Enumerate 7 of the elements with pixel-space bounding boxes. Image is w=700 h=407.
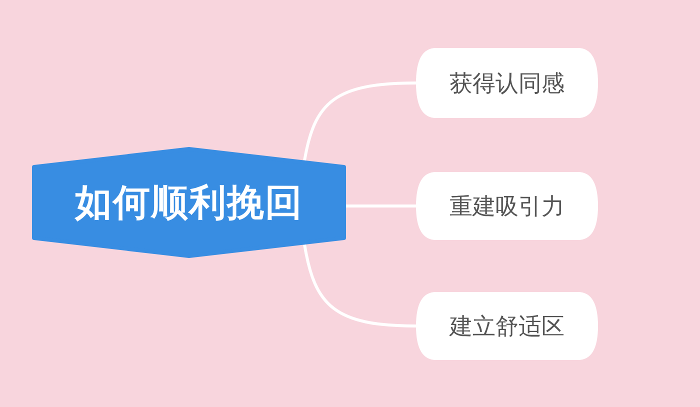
subtopic-label: 获得认同感 (450, 70, 564, 98)
connector-line (303, 244, 416, 328)
subtopic-label: 建立舒适区 (450, 312, 564, 342)
topic-label: 如何顺利挽回 (75, 180, 303, 226)
connector-line (303, 82, 416, 161)
subtopic-label: 重建吸引力 (450, 192, 564, 222)
connector-line (346, 204, 416, 208)
